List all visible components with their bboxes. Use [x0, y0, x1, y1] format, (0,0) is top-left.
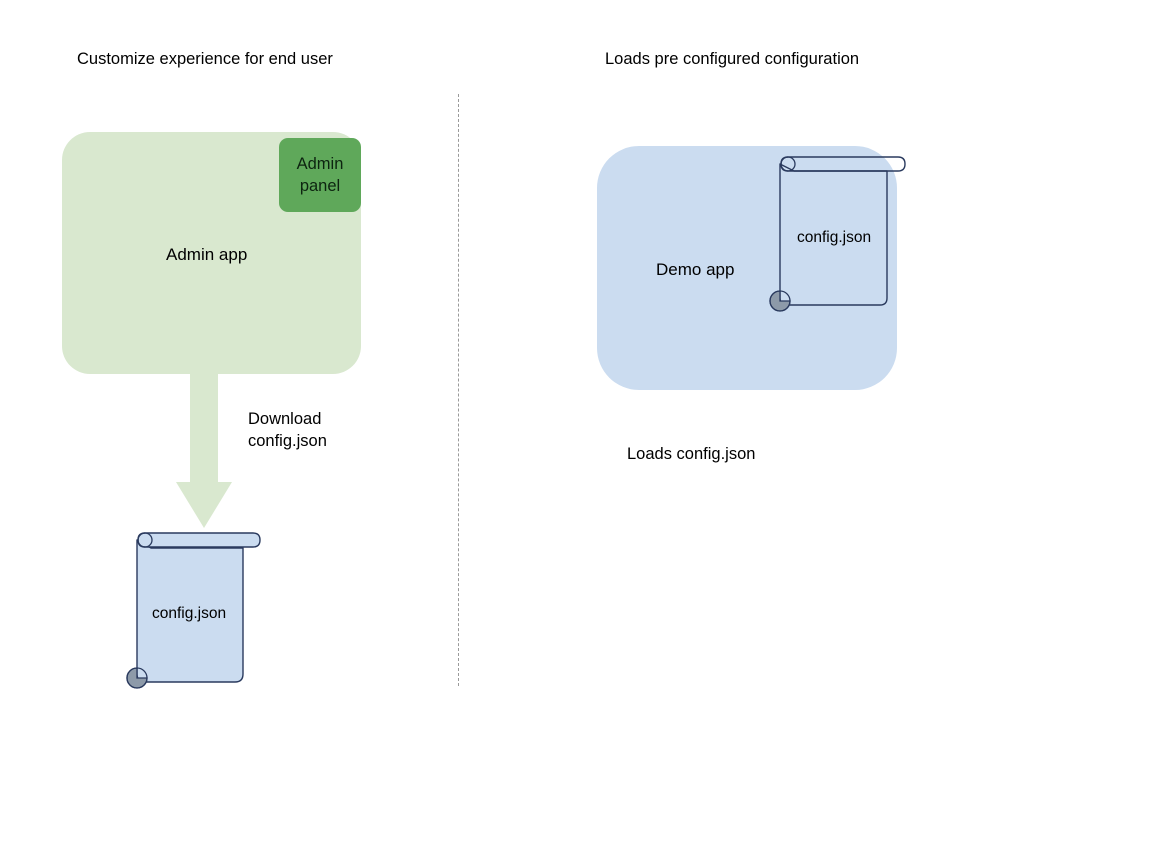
- demo-app-label: Demo app: [656, 260, 735, 279]
- admin-panel-chip-label: Admin panel: [297, 153, 344, 197]
- download-caption-line2: config.json: [248, 432, 327, 450]
- embedded-config-json-document-label: config.json: [797, 229, 872, 246]
- demo-app-box[interactable]: [597, 146, 897, 390]
- download-caption-line1: Download: [248, 410, 322, 428]
- admin-panel-chip-line2: panel: [299, 177, 341, 195]
- config-json-document-icon[interactable]: [120, 528, 270, 698]
- admin-panel-chip-line1: Admin: [296, 155, 344, 173]
- right-panel-heading: Loads pre configured configuration: [605, 50, 860, 68]
- panel-divider: [458, 94, 459, 686]
- embedded-config-json-document-icon[interactable]: [765, 152, 915, 320]
- left-panel-heading: Customize experience for end user: [77, 50, 333, 68]
- loads-config-caption: Loads config.json: [627, 445, 756, 463]
- admin-panel-chip[interactable]: Admin panel: [279, 138, 361, 212]
- download-arrow-caption: Download config.json: [248, 408, 327, 452]
- admin-app-label: Admin app: [166, 245, 248, 264]
- download-arrow-icon: [176, 370, 232, 528]
- config-json-document-label: config.json: [152, 605, 227, 622]
